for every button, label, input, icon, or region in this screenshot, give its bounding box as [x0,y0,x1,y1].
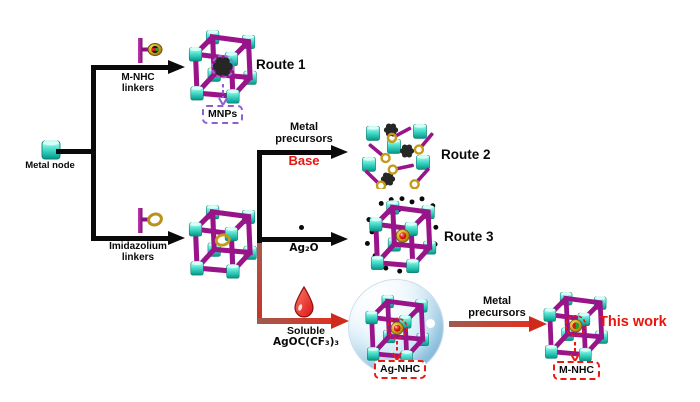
imidazolium-linkers-line2: linkers [121,251,155,263]
thiswork-reagent-line2: precursors [468,306,526,319]
imidazolium-mof-cage [183,201,261,279]
route2-base-label: Base [288,153,320,168]
route1-mof-cage [183,26,261,104]
imidazolium-ring-icon [214,233,231,247]
route3-reagent-label: Ag₂O [289,242,319,254]
imidazolium-linker-icon [138,208,163,233]
soluble-line1: Soluble [287,325,325,337]
thiswork-arrow2-head [529,316,547,332]
route2-reagent-line1: Metal [289,121,319,133]
thiswork-title: This work [599,314,667,330]
agnhc-tag: Ag-NHC [374,360,427,379]
mnhc-linker-icon [138,38,163,63]
route3-title: Route 3 [444,229,494,244]
imidazolium-arrow-head [168,231,185,245]
mnhc-linkers-line1: M-NHC [121,72,155,83]
droplet-icon [294,286,314,318]
route1-title: Route 1 [256,57,306,72]
ag2o-particle-dot [299,225,304,230]
ag-ring-icon [395,228,410,243]
agnhc-dashed-arrow [392,341,402,361]
branch2-vertical-line-red [257,243,262,324]
metal-node-label: Metal node [25,160,75,171]
mnhc-mof-cage [538,288,612,362]
branch1-vertical-line [91,65,96,241]
thiswork-reagent-label: Metal precursors [452,295,542,320]
route2-reagent-label: Metal precursors [261,121,347,146]
agnhc-mof-cage [360,291,433,364]
imidazolium-linkers-line1: Imidazolium [109,241,167,252]
mnhc-dashed-arrow [570,342,580,362]
thiswork-reagent-line1: Metal [482,295,512,307]
route3-arrow-head [331,232,348,246]
mnhc-tag: M-NHC [553,361,600,380]
route2-components-cluster [361,123,438,189]
route2-title: Route 2 [441,147,491,162]
route1-arrow-line [94,65,168,70]
route1-arrow-head [168,60,185,74]
metal-node-connector-line [56,149,93,154]
route2-arrow-head [331,145,348,159]
soluble-reagent-label: Soluble AgOC(CF₃)₃ [258,325,354,349]
thiswork-arrow1-line [257,318,331,324]
route2-arrow-line [257,150,331,155]
route3-arrow-line [257,237,331,242]
mnhc-linkers-label: M-NHC linkers [100,72,176,94]
ag-ring-icon [386,317,408,339]
mnps-tag: MNPs [202,105,244,124]
route2-reagent-line2: precursors [275,132,333,145]
mnhc-linkers-line2: linkers [121,82,155,94]
branch2-vertical-line-black [257,150,262,243]
soluble-line2: AgOC(CF₃)₃ [273,336,339,349]
imidazolium-linkers-label: Imidazolium linkers [94,241,182,263]
mnps-dashed-arrow [218,84,228,106]
thiswork-arrow2-line [449,321,529,327]
metal-ring-icon [564,314,587,337]
imidazolium-arrow-line [94,236,168,241]
thiswork-arrow1-head [331,313,349,329]
route3-mof-cage [364,196,442,274]
